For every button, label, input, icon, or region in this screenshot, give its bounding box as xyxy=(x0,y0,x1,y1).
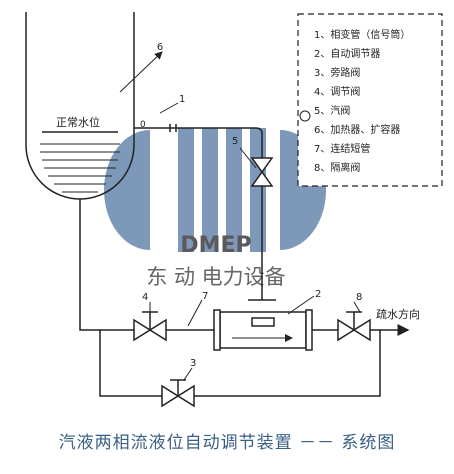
callout-7: 7 xyxy=(202,291,208,302)
auto-regulator-2 xyxy=(213,299,313,351)
legend-box: 1、相变管（信号筒） 2、自动调节器 3、旁路阀 4、调节阀 5、汽阀 6、加热… xyxy=(297,13,443,187)
callout-8-leader xyxy=(353,301,361,313)
callout-5: 5 xyxy=(232,136,238,147)
callout-6: 6 xyxy=(157,42,163,53)
tank xyxy=(25,12,135,200)
callout-5-leader xyxy=(239,147,257,169)
isolation-valve-8 xyxy=(337,311,371,342)
legend-item-7: 7、连结短管 xyxy=(314,142,370,155)
legend-item-8: 8、隔离阀 xyxy=(314,161,360,174)
logo-company: 东 动 电力设备 xyxy=(146,265,285,289)
legend-seal-icon xyxy=(299,110,311,122)
regulating-valve-4 xyxy=(133,311,167,342)
callout-3-leader xyxy=(183,367,193,381)
legend-item-6: 6、加热器、扩容器 xyxy=(314,123,400,136)
callout-2: 2 xyxy=(315,289,321,300)
callout-8: 8 xyxy=(356,292,362,303)
callout-1-leader xyxy=(159,102,179,114)
legend-item-4: 4、调节阀 xyxy=(314,85,360,98)
callout-3: 3 xyxy=(190,358,196,369)
drain-direction-label: 疏水方向 xyxy=(376,307,420,321)
callout-1: 1 xyxy=(179,94,185,105)
steam-valve-5 xyxy=(250,157,274,187)
legend-item-1: 1、相变管（信号筒） xyxy=(314,28,410,41)
zero-mark: 0 xyxy=(140,120,146,130)
callout-4: 4 xyxy=(142,292,148,303)
normal-level-label: 正常水位 xyxy=(56,115,100,129)
callout-6-leader xyxy=(119,51,163,93)
diagram-caption: 汽液两相流液位自动调节装置 －－ 系统图 xyxy=(58,433,396,453)
callout-7-leader xyxy=(187,299,203,327)
legend-item-2: 2、自动调节器 xyxy=(314,47,380,60)
legend-item-3: 3、旁路阀 xyxy=(314,66,360,79)
bypass-valve-3 xyxy=(161,379,195,408)
callout-2-leader xyxy=(287,295,315,315)
logo-brand: DMEP xyxy=(180,233,251,258)
legend-item-5: 5、汽阀 xyxy=(314,104,350,117)
